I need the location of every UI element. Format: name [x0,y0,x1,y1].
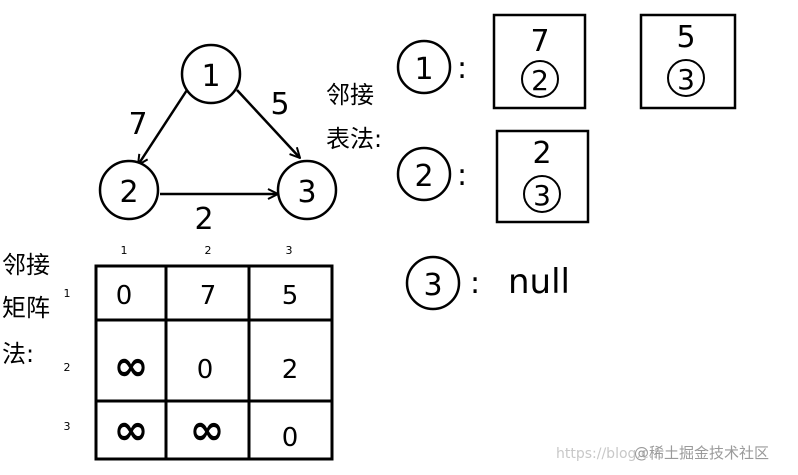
edge-1-to-2 [138,89,189,165]
entry-target: 3 [677,63,695,96]
watermark-brand: @稀土掘金技术社区 [634,444,769,462]
adjacency-matrix-label-line2: 矩阵 [2,294,50,322]
adjacency-matrix-label-line3: 法: [2,340,34,368]
adjacency-matrix: 邻接 矩阵 法: 1 2 3 1 2 3 0 7 5 ∞ 0 2 ∞ ∞ 0 [2,244,334,461]
adjacency-matrix-label-line1: 邻接 [2,251,50,279]
entry-weight: 5 [676,20,695,55]
adjacency-list-row-1: 1 : 7 2 5 3 [396,13,737,110]
adjacency-list-row-2-colon: : [457,158,467,193]
adjacency-list-row-3-node: 3 [423,268,442,303]
matrix-column-header-3: 3 [286,244,293,257]
matrix-cell-3-1: ∞ [114,405,149,454]
adjacency-list-row-1-node: 1 [414,52,433,87]
matrix-row-header-3: 3 [64,420,71,433]
matrix-cell-1-2: 7 [200,281,217,311]
matrix-cell-2-2: 0 [197,355,214,385]
entry-target: 2 [531,64,549,97]
graph-node-1: 1 [180,43,242,105]
entry-weight: 2 [532,136,551,171]
adjacency-list-row-3: 3 : null [405,255,570,311]
adjacency-list-entry-1-2: 7 2 [492,13,587,110]
adjacency-list-entry-2-3: 2 3 [495,129,590,224]
matrix-cell-2-1: ∞ [114,341,149,390]
entry-target: 3 [533,179,551,212]
directed-graph: 7 5 2 1 2 3 [98,43,338,237]
matrix-column-header-1: 1 [121,244,128,257]
graph-node-2-label: 2 [119,175,138,210]
adjacency-list-entry-1-3: 5 3 [639,13,737,110]
edge-1-to-3 [236,89,300,158]
adjacency-list-row-2-node: 2 [414,159,433,194]
matrix-cell-1-3: 5 [282,281,299,311]
matrix-cell-2-3: 2 [282,355,299,385]
edge-weight-2-3: 2 [194,202,213,237]
matrix-cell-3-3: 0 [282,423,299,453]
adjacency-list-row-2: 2 : 2 3 [396,129,590,224]
watermark-url: https://blog.c... [556,446,662,462]
adjacency-list-row-1-colon: : [457,51,467,86]
graph-node-3: 3 [276,159,338,221]
adjacency-list-null-text: null [508,262,570,302]
adjacency-list-label-line2: 表法: [326,125,382,153]
matrix-grid [94,264,334,461]
edge-weight-1-2: 7 [128,107,147,142]
matrix-row-header-2: 2 [64,361,71,374]
graph-node-1-label: 1 [201,59,220,94]
entry-weight: 7 [530,24,549,59]
graph-node-2: 2 [98,159,160,221]
adjacency-list-label-line1: 邻接 [326,81,374,109]
graph-node-3-label: 3 [297,175,316,210]
watermark: https://blog.c... @稀土掘金技术社区 [556,444,769,462]
adjacency-list-row-3-colon: : [470,266,480,301]
matrix-row-header-1: 1 [64,287,71,300]
matrix-column-header-2: 2 [205,244,212,257]
matrix-cell-3-2: ∞ [190,405,225,454]
edge-weight-1-3: 5 [270,87,289,122]
matrix-cell-1-1: 0 [116,281,133,311]
adjacency-list: 邻接 表法: 1 : 7 2 5 3 2 : [326,13,737,311]
